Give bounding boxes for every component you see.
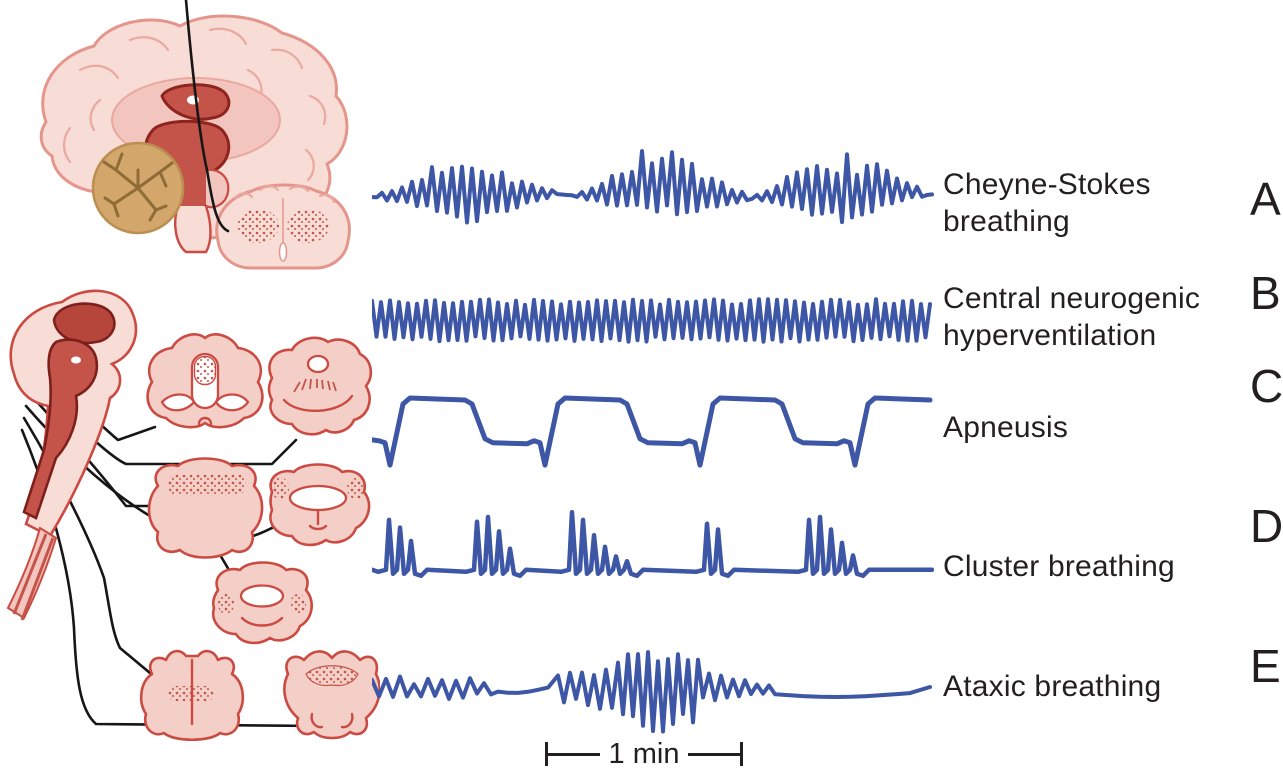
label-line-2: hyperventilation (943, 318, 1157, 352)
section-pons-mid (211, 561, 313, 645)
tegmentum-hatching (293, 378, 337, 393)
lateral-stipple-right (347, 477, 365, 499)
row-letter: D (1250, 500, 1283, 552)
brainstem-sagittal (6, 289, 138, 621)
waveform-label: Cheyne-Stokes breathing (943, 167, 1243, 240)
row-letter: B (1250, 267, 1281, 319)
waveform-trace (372, 650, 932, 734)
waveform-trace (372, 149, 934, 225)
waveform-label: Apneusis (943, 410, 1243, 447)
leader-line-forebrain (184, 0, 230, 233)
breathing-waveform (372, 650, 932, 734)
scale-tick-left (545, 742, 548, 766)
waveform-label: Cluster breathing (943, 549, 1243, 586)
row-letter: C (1250, 360, 1283, 412)
periaqueductal-stipple (193, 355, 217, 386)
lesion-stipple-left (237, 209, 279, 243)
arbor-vitae (102, 152, 174, 222)
time-scale-bar: 1 min (545, 737, 744, 770)
thalamus-dark (52, 302, 116, 345)
row-letter: E (1250, 640, 1281, 692)
brain-sagittal-illustration (39, 0, 351, 270)
coronal-brain-section (215, 183, 351, 270)
scale-tick-right (740, 742, 744, 766)
waveform-label: Central neurogenic hyperventilation (943, 281, 1243, 354)
section-pons-tegmental-lesion (147, 457, 264, 559)
waveform-trace (372, 297, 932, 344)
label-line-1: Cheyne-Stokes (943, 168, 1151, 201)
scale-line-right (688, 752, 741, 756)
section-midbrain-left (146, 333, 264, 429)
brainstem-core-dark (22, 338, 99, 520)
waveform-trace (372, 509, 934, 579)
lateral-stipple-left (271, 477, 289, 499)
label-line-2: breathing (943, 204, 1070, 238)
breathing-waveform (372, 509, 934, 579)
label-line-1: Cluster breathing (943, 550, 1175, 583)
waveform-trace (372, 395, 933, 468)
lesion-stipple-right (287, 209, 329, 243)
section-pons-lateral-lesion (269, 463, 371, 547)
respiratory-center-stipple (305, 665, 359, 687)
label-line-1: Ataxic breathing (943, 670, 1162, 703)
row-letter: A (1250, 173, 1281, 225)
waveform-label: Ataxic breathing (943, 669, 1243, 706)
cerebellum (91, 141, 185, 235)
label-line-1: Central neurogenic (943, 282, 1201, 315)
breathing-waveform (372, 297, 932, 344)
section-medulla-left (139, 649, 245, 742)
brainstem-stub (174, 205, 212, 254)
section-medulla-right (283, 650, 380, 740)
scale-line-left (548, 752, 600, 756)
scale-label: 1 min (608, 737, 680, 770)
lateral-stipple-right (290, 594, 306, 614)
breathing-waveform (372, 149, 934, 225)
brainstem-sections-illustration (6, 289, 380, 742)
label-line-1: Apneusis (943, 411, 1069, 444)
section-midbrain-right (267, 336, 373, 436)
lateral-stipple-left (218, 594, 234, 614)
tegmentum-stipple-band (168, 473, 246, 496)
breathing-waveform (372, 395, 933, 468)
